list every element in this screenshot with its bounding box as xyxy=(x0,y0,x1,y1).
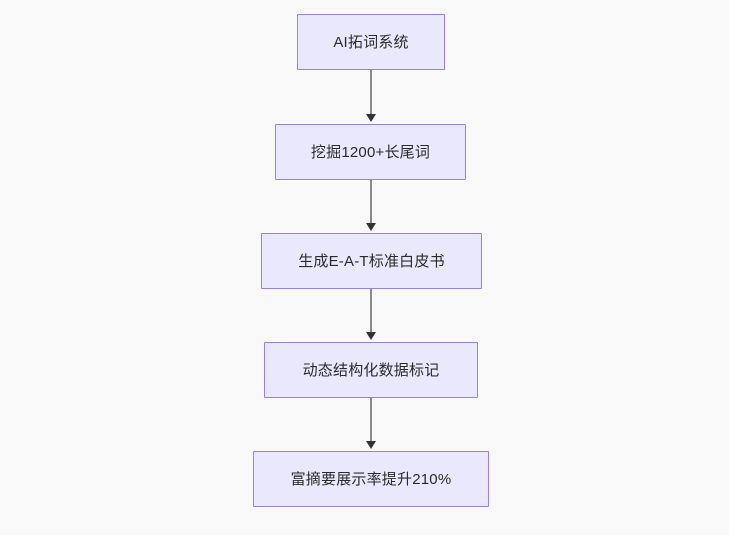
flowchart-edge-n1-n2 xyxy=(370,70,372,117)
flowchart-node-label: 生成E-A-T标准白皮书 xyxy=(298,252,445,270)
flowchart-arrowhead-n4-n5 xyxy=(366,441,376,449)
flowchart-arrowhead-n2-n3 xyxy=(366,223,376,231)
flowchart-arrowhead-n3-n4 xyxy=(366,332,376,340)
flowchart-edge-n2-n3 xyxy=(370,180,372,226)
flowchart-node-label: 动态结构化数据标记 xyxy=(302,361,440,379)
flowchart-node-n2[interactable]: 挖掘1200+长尾词 xyxy=(275,124,466,180)
flowchart-edge-n3-n4 xyxy=(370,289,372,335)
flowchart-node-label: AI拓词系统 xyxy=(333,33,409,51)
flowchart-node-n1[interactable]: AI拓词系统 xyxy=(297,14,445,70)
flowchart-node-n4[interactable]: 动态结构化数据标记 xyxy=(264,342,478,398)
flowchart-node-n5[interactable]: 富摘要展示率提升210% xyxy=(253,451,489,507)
flowchart-arrowhead-n1-n2 xyxy=(366,114,376,122)
flowchart-node-label: 富摘要展示率提升210% xyxy=(290,470,452,488)
flowchart-edge-n4-n5 xyxy=(370,398,372,444)
flowchart-node-label: 挖掘1200+长尾词 xyxy=(310,143,431,161)
flowchart-node-n3[interactable]: 生成E-A-T标准白皮书 xyxy=(261,233,482,289)
